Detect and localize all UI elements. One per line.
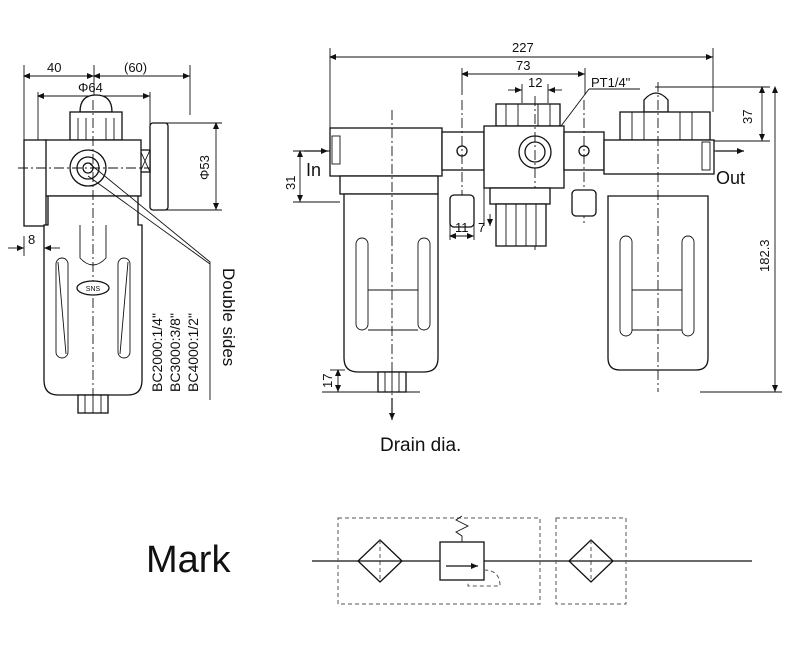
pt-label: PT1/4" <box>591 75 631 90</box>
dim-37: 37 <box>740 110 755 124</box>
regulator-knob <box>495 203 547 247</box>
double-sides-label: Double sides <box>219 268 238 366</box>
gauge-body <box>149 122 169 211</box>
out-label: Out <box>716 168 745 188</box>
badge-text: SNS <box>86 286 101 293</box>
lubricator-top <box>619 111 711 141</box>
knob <box>79 94 113 113</box>
regulator-collar <box>489 187 551 205</box>
side-view: 40 (60) Φ64 Φ53 <box>8 60 238 414</box>
mark-frame-2 <box>555 517 627 605</box>
dim-31: 31 <box>283 176 298 190</box>
mark-label: Mark <box>146 539 231 581</box>
filter-collar <box>339 175 439 195</box>
lubricator-plug <box>643 92 669 113</box>
dim-60: (60) <box>124 60 147 75</box>
model-bc4000: BC4000:1/2" <box>185 313 201 392</box>
leader-line <box>89 163 211 400</box>
front-view: 227 73 12 PT1/4" 37 182.3 31 1 <box>283 40 782 456</box>
dim-182: 182.3 <box>757 239 772 272</box>
mark-section: Mark <box>146 515 752 605</box>
dim-53: Φ53 <box>197 155 212 180</box>
dim-17: 17 <box>320 374 335 388</box>
regulator-symbol <box>439 541 485 581</box>
dim-7: 7 <box>478 220 485 235</box>
dim-11: 11 <box>455 220 469 235</box>
dim-73: 73 <box>516 58 530 73</box>
bracket <box>23 139 47 227</box>
badge-oval <box>76 280 110 296</box>
dim-8: 8 <box>28 232 35 247</box>
lubricator-head <box>603 139 715 175</box>
drain-label: Drain dia. <box>380 435 461 456</box>
dim-227: 227 <box>512 40 534 55</box>
in-label: In <box>306 160 321 180</box>
mark-frame-1 <box>337 517 541 605</box>
model-bc3000: BC3000:3/8" <box>167 313 183 392</box>
dim-64: Φ64 <box>78 80 103 95</box>
dim-40: 40 <box>47 60 61 75</box>
filter-bowl <box>343 193 439 373</box>
model-bc2000: BC2000:1/4" <box>149 313 165 392</box>
filter-head <box>329 127 443 177</box>
dim-12: 12 <box>528 75 542 90</box>
bracket-2 <box>571 189 597 217</box>
knob-base <box>69 111 123 141</box>
bracket-1 <box>449 194 475 228</box>
connector-1 <box>441 131 485 171</box>
